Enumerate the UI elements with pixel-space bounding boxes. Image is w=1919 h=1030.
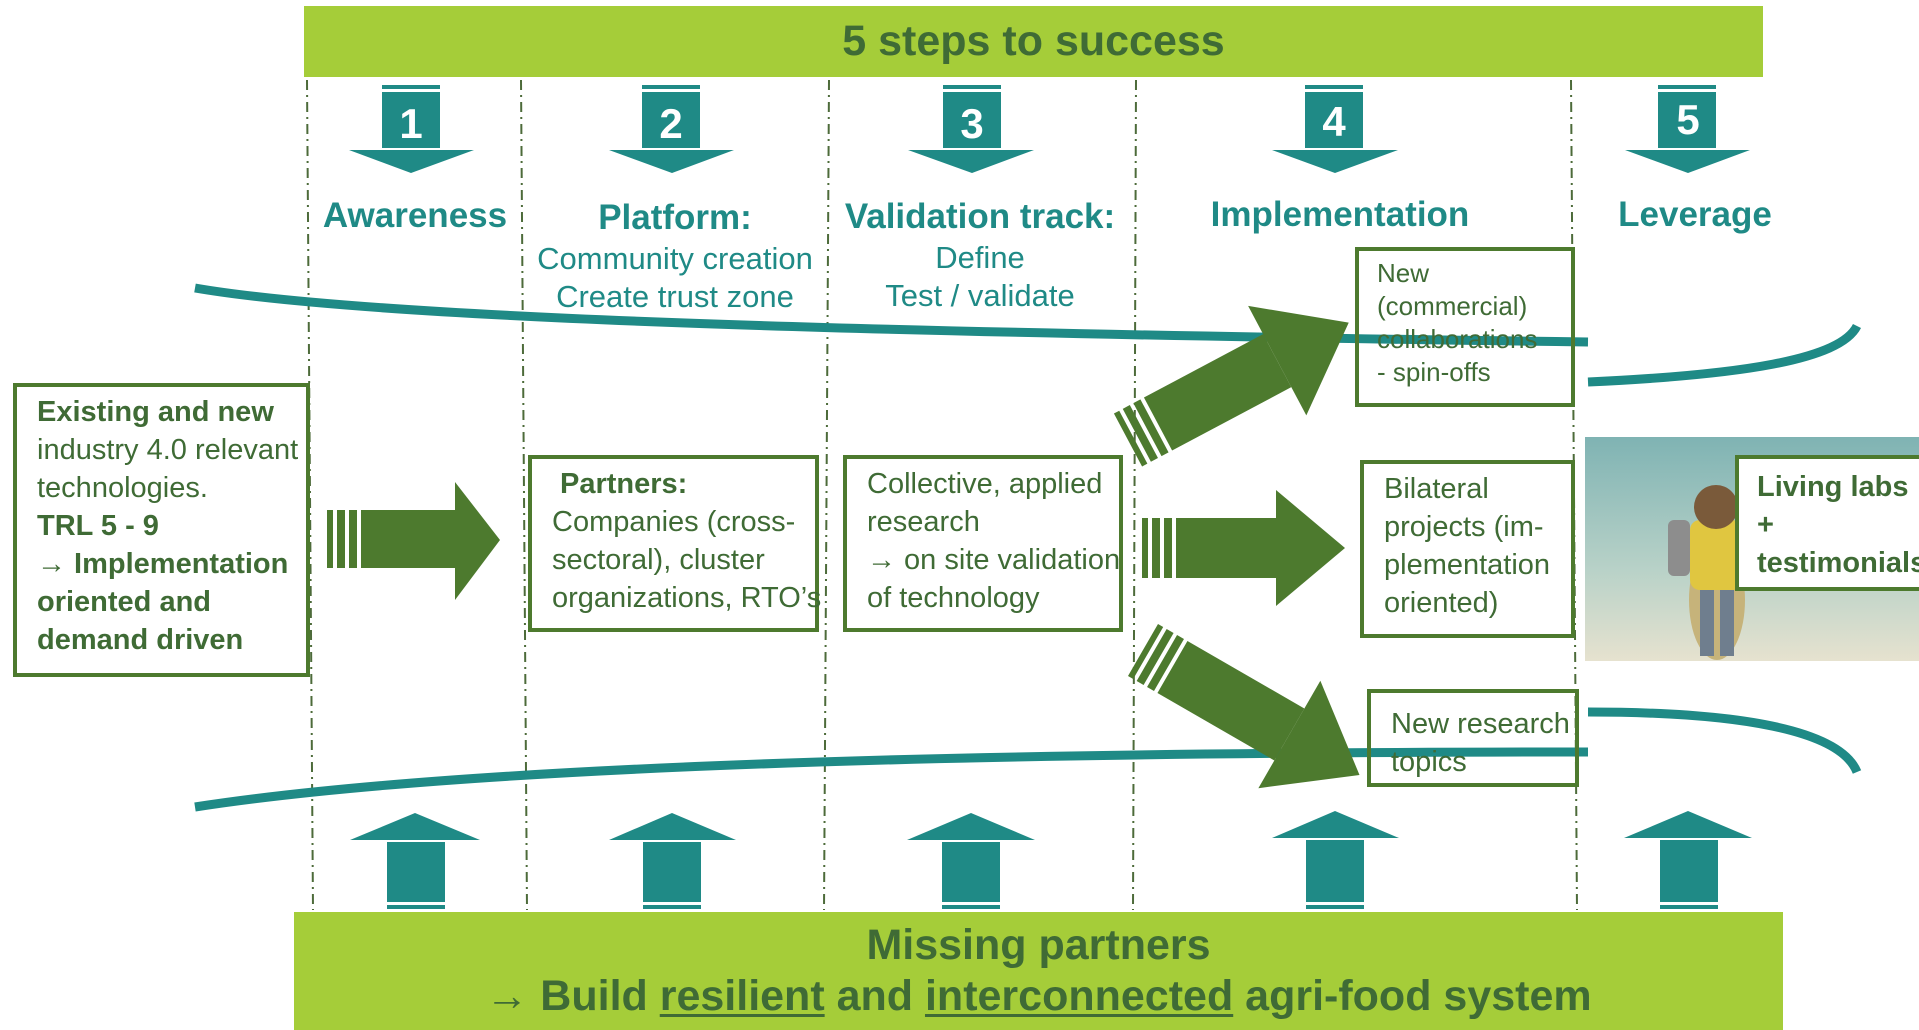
subtitle-line: Community creation [537,241,813,276]
box-line: industry 4.0 relevant [37,434,299,466]
step-number-3: 3 [960,100,984,147]
step-subtitle-platform: Community creation Create trust zone [525,240,825,316]
box-line: Living labs [1757,471,1909,503]
bilateral-projects-box: Bilateral projects (im- plementation ori… [1360,460,1575,638]
down-arrow-3 [908,85,1034,173]
subtitle-line: Define [935,240,1025,275]
step-title-awareness: Awareness [322,196,508,235]
new-collaborations-box: New (commercial) collaborations - spin-o… [1355,247,1575,407]
subtitle-line: Create trust zone [556,279,794,314]
flow-arrow-middle [1142,490,1345,606]
box-line: topics [1391,746,1467,778]
banner-text: and [824,972,925,1020]
bottom-banner: Missing partners → Build resilient and i… [294,912,1783,1030]
box-line: Collective, applied [867,468,1103,500]
step-subtitle-validation: Define Test / validate [830,239,1130,315]
step-number-2: 2 [659,100,683,147]
flow-arrow-down [1128,624,1360,789]
up-arrow-1 [350,813,480,909]
up-arrow-5 [1624,811,1752,909]
bottom-curve-right [1587,707,1862,774]
up-arrow-2 [609,813,736,909]
box-line: Bilateral [1384,473,1489,505]
step-title-validation: Validation track: [844,197,1116,236]
box-line: (commercial) [1377,291,1528,321]
box-line: - spin-offs [1377,357,1491,387]
box-line: organizations, RTO’s [552,582,822,614]
divider-line [1132,79,1137,911]
box-line: Partners: [560,468,688,500]
bottom-banner-line2: → Build resilient and interconnected agr… [294,971,1783,1022]
existing-technologies-box: Existing and new industry 4.0 relevant t… [13,383,310,677]
flow-arrow-up [1113,305,1349,467]
banner-text: → Build [485,972,660,1020]
divider-line [823,79,830,911]
flow-arrow-left [327,482,500,600]
box-line: testimonials [1757,547,1919,579]
step-number-4: 4 [1322,98,1346,145]
step-title-platform: Platform: [598,198,752,237]
box-line: of technology [867,582,1040,614]
box-line: New [1377,258,1430,288]
box-line: demand driven [37,624,244,656]
step-number-5: 5 [1676,96,1700,143]
up-arrows [350,811,1752,909]
collective-research-box: Collective, applied research → on site v… [843,455,1123,632]
box-line: technologies. [37,472,208,504]
down-arrow-4 [1272,85,1398,173]
top-curve-right [1587,323,1862,387]
divider-line [306,79,314,911]
box-line: → on site validation [867,544,1121,576]
box-line: Existing and new [37,396,274,428]
down-arrow-5 [1625,85,1750,173]
box-line: Companies (cross- [552,506,796,538]
banner-text: agri-food system [1233,972,1592,1020]
bottom-curve-line [194,747,1589,812]
box-line: projects (im- [1384,511,1544,543]
box-line: → Implementation [37,548,289,580]
box-line: oriented) [1384,587,1499,619]
step-title-implementation: Implementation [1210,195,1470,234]
bottom-banner-line1: Missing partners [866,921,1211,969]
box-line: + [1757,509,1774,541]
down-arrow-1 [349,85,474,173]
up-arrow-3 [907,813,1035,909]
box-line: plementation [1384,549,1551,581]
partners-box: Partners: Companies (cross- sectoral), c… [528,455,822,632]
box-line: collaborations [1377,324,1538,354]
living-labs-box: Living labs + testimonials [1735,455,1919,591]
banner-text-interconnected: interconnected [924,972,1234,1020]
subtitle-line: Test / validate [885,278,1075,313]
step-down-arrows [349,85,1750,173]
step-number-1: 1 [399,100,423,147]
top-banner-title: 5 steps to success [304,6,1763,77]
box-line: TRL 5 - 9 [37,510,159,542]
down-arrow-2 [609,85,734,173]
new-research-topics-box: New research topics [1367,689,1579,787]
box-line: research [867,506,980,538]
up-arrow-4 [1272,811,1399,909]
box-line: sectoral), cluster [552,544,765,576]
step-title-leverage: Leverage [1618,195,1772,234]
banner-text-resilient: resilient [659,972,825,1020]
box-line: New research [1391,708,1570,740]
box-line: oriented and [37,586,212,618]
